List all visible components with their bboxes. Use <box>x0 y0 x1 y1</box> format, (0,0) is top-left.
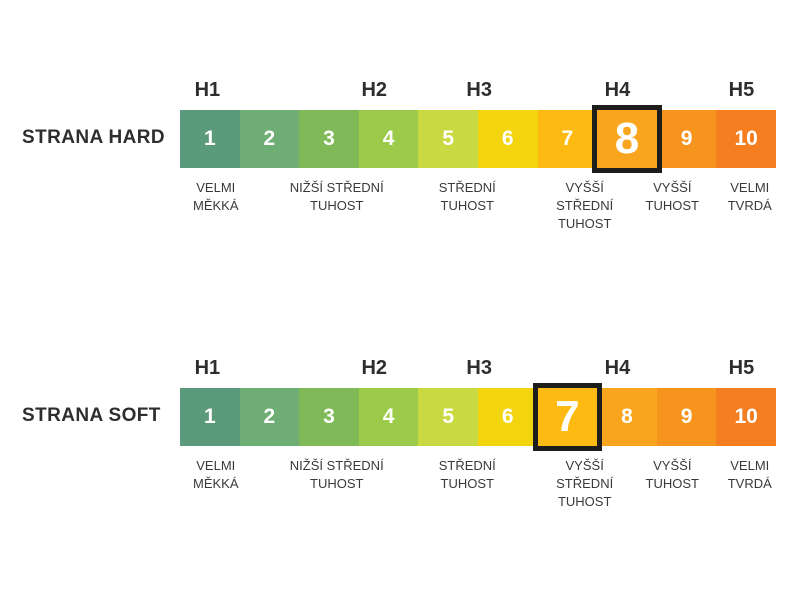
scale-cell: 5 <box>418 110 478 168</box>
descriptor-vyssi-tuhost: VYŠŠÍ TUHOST <box>645 458 700 491</box>
scale-cell-highlighted: 7 <box>532 383 602 451</box>
zone-label-h4: H4 <box>604 79 631 101</box>
hardness-scale-hard: STRANA HARD H1 H2 H3 H4 H5 1 2 3 4 5 6 7… <box>0 78 800 250</box>
zone-label-h2: H2 <box>361 79 388 101</box>
descriptor-vyssi-stredni-tuhost: VYŠŠÍ STŘEDNÍ TUHOST <box>556 458 614 509</box>
zone-label-h3: H3 <box>466 357 492 379</box>
firmness-bar: 1 2 3 4 5 6 7 8 9 10 <box>180 383 776 451</box>
scale-body: H1 H2 H3 H4 H5 1 2 3 4 5 6 7 8 9 10 VELM… <box>180 78 776 250</box>
scale-title-soft: STRANA SOFT <box>22 405 161 426</box>
hardness-scale-soft: STRANA SOFT H1 H2 H3 H4 H5 1 2 3 4 5 6 7… <box>0 356 800 528</box>
scale-cell: 4 <box>358 110 419 168</box>
scale-body: H1 H2 H3 H4 H5 1 2 3 4 5 6 7 8 9 10 VELM… <box>180 356 776 528</box>
zone-label-h1: H1 <box>194 79 221 101</box>
scale-cell: 6 <box>477 388 538 446</box>
scale-cell: 4 <box>358 388 419 446</box>
scale-cell: 9 <box>656 388 717 446</box>
scale-cell: 1 <box>180 110 240 168</box>
descriptor-nizsi-stredni-tuhost: NIŽŠÍ STŘEDNÍ TUHOST <box>289 458 384 491</box>
descriptor-velmi-mekka: VELMI MĚKKÁ <box>192 180 239 213</box>
descriptor-stredni-tuhost: STŘEDNÍ TUHOST <box>438 180 496 213</box>
scale-cell: 10 <box>716 388 776 446</box>
scale-cell: 3 <box>299 110 359 168</box>
scale-cell-highlighted: 8 <box>592 105 662 173</box>
descriptor-vyssi-stredni-tuhost: VYŠŠÍ STŘEDNÍ TUHOST <box>556 180 614 231</box>
scale-cell: 8 <box>597 388 657 446</box>
descriptor-row: VELMI MĚKKÁ NIŽŠÍ STŘEDNÍ TUHOST STŘEDNÍ… <box>180 179 776 249</box>
descriptor-stredni-tuhost: STŘEDNÍ TUHOST <box>438 458 496 491</box>
descriptor-nizsi-stredni-tuhost: NIŽŠÍ STŘEDNÍ TUHOST <box>289 180 384 213</box>
firmness-bar: 1 2 3 4 5 6 7 8 9 10 <box>180 105 776 173</box>
scale-cell: 6 <box>477 110 538 168</box>
scale-cell: 7 <box>537 110 598 168</box>
scale-cell: 3 <box>299 388 359 446</box>
zone-label-h4: H4 <box>604 357 631 379</box>
zone-label-h5: H5 <box>728 357 755 379</box>
scale-title-hard: STRANA HARD <box>22 127 166 148</box>
descriptor-velmi-tvrda: VELMI TVRDÁ <box>727 458 772 491</box>
descriptor-velmi-mekka: VELMI MĚKKÁ <box>192 458 239 491</box>
zone-label-row: H1 H2 H3 H4 H5 <box>180 356 776 383</box>
scale-cell: 2 <box>239 110 300 168</box>
scale-cell: 2 <box>239 388 300 446</box>
zone-label-h2: H2 <box>361 357 388 379</box>
descriptor-velmi-tvrda: VELMI TVRDÁ <box>727 180 772 213</box>
scale-cell: 10 <box>716 110 776 168</box>
zone-label-h3: H3 <box>466 79 492 101</box>
descriptor-row: VELMI MĚKKÁ NIŽŠÍ STŘEDNÍ TUHOST STŘEDNÍ… <box>180 457 776 527</box>
scale-cell: 5 <box>418 388 478 446</box>
scale-cell: 1 <box>180 388 240 446</box>
zone-label-row: H1 H2 H3 H4 H5 <box>180 78 776 105</box>
scale-cell: 9 <box>656 110 717 168</box>
descriptor-vyssi-tuhost: VYŠŠÍ TUHOST <box>645 180 700 213</box>
zone-label-h1: H1 <box>194 357 221 379</box>
zone-label-h5: H5 <box>728 79 755 101</box>
